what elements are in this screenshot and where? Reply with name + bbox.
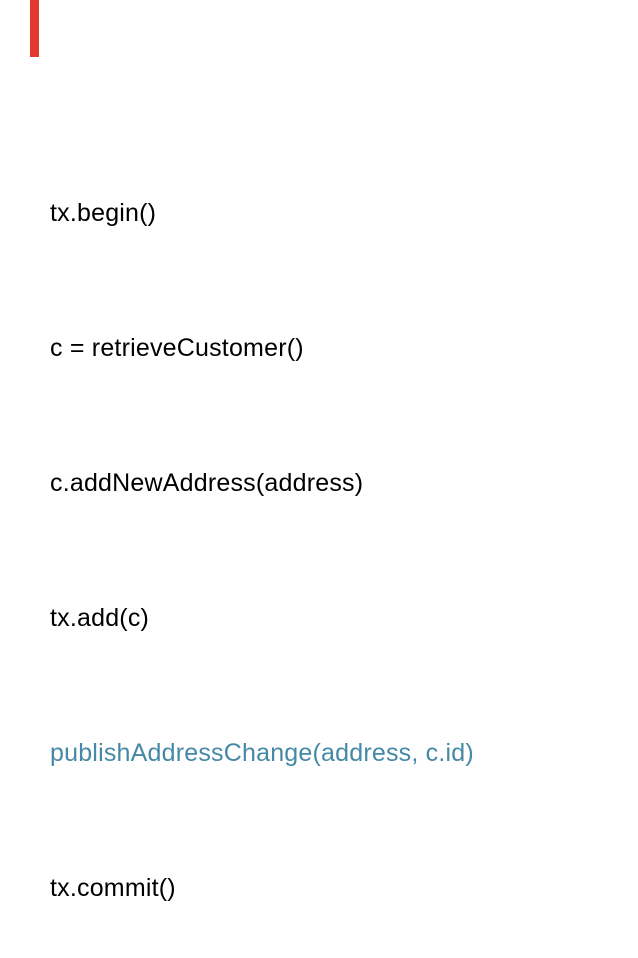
code-line-tx-add: tx.add(c) [50,604,150,632]
slide: tx.begin() c = retrieveCustomer() c.addN… [30,0,474,902]
code-line-retrieve-customer: c = retrieveCustomer() [50,334,304,362]
code-line-publish-address-change-highlighted: publishAddressChange(address, c.id) [50,739,474,767]
code-block: tx.begin() c = retrieveCustomer() c.addN… [50,101,474,958]
code-line-tx-commit: tx.commit() [50,874,176,902]
code-line-tx-begin: tx.begin() [50,199,157,227]
red-accent-bar [30,0,39,57]
code-line-add-new-address: c.addNewAddress(address) [50,469,364,497]
